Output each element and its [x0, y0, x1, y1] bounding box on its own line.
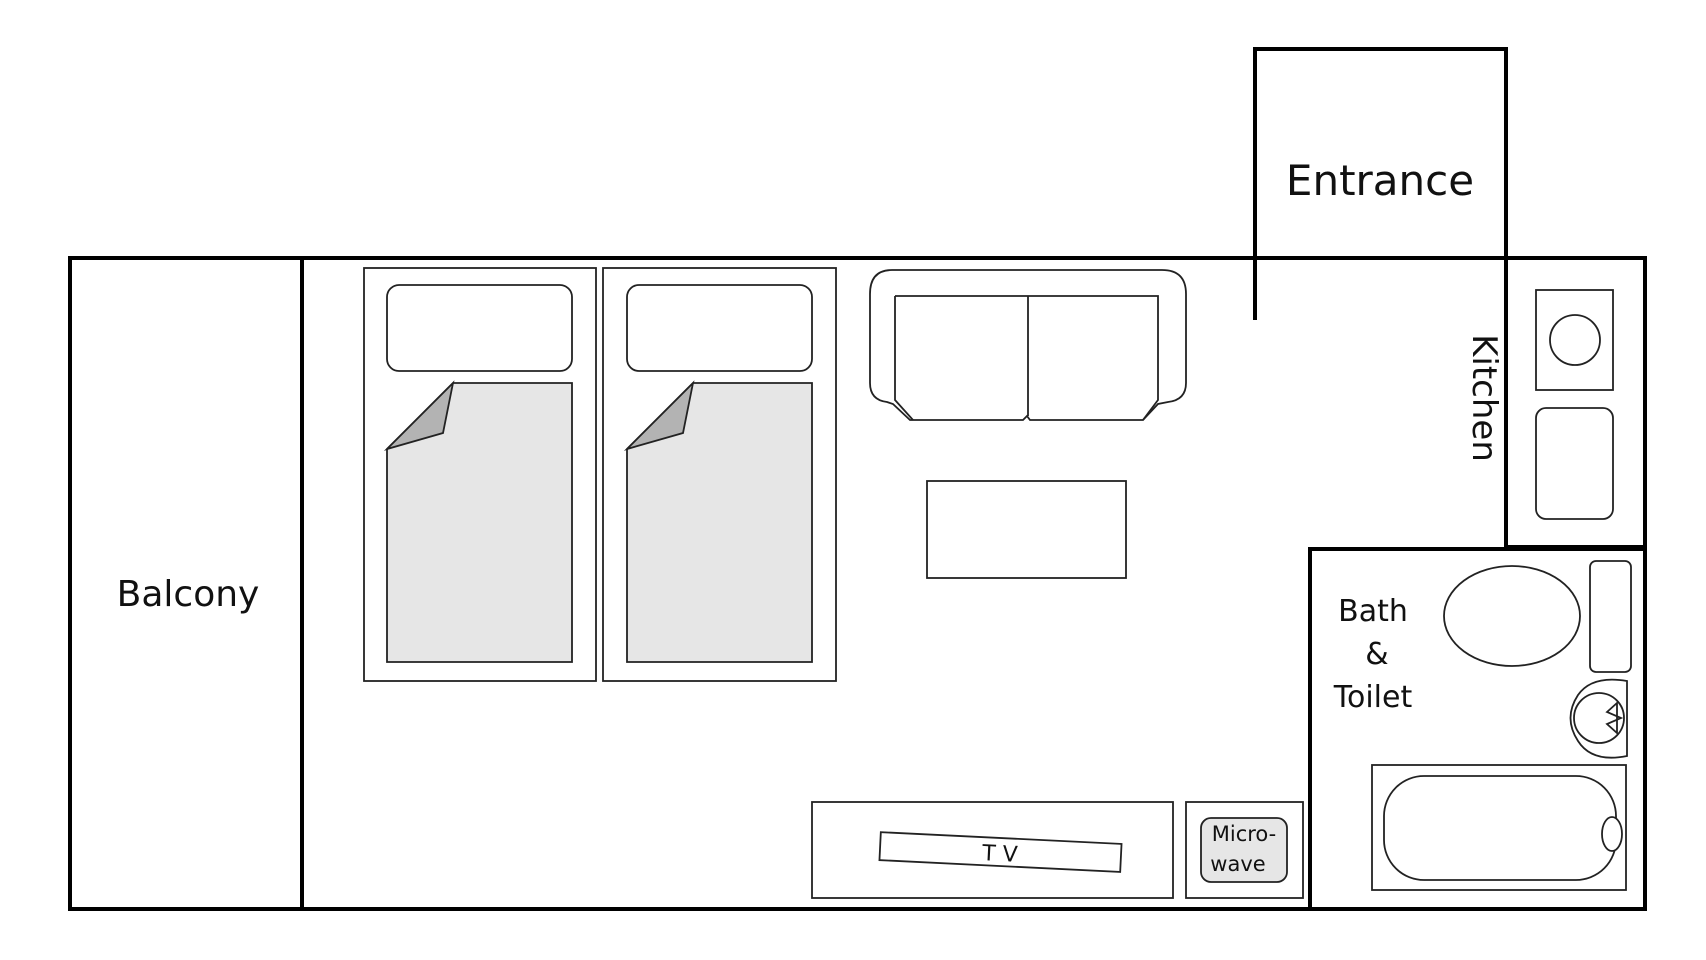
microwave-label-line1: Micro- — [1212, 822, 1277, 846]
pillow — [386, 284, 573, 372]
entrance-walls — [1253, 47, 1508, 547]
tv-label: T V — [981, 841, 1019, 868]
balcony-label: Balcony — [117, 574, 260, 615]
sofa — [869, 269, 1187, 421]
kitchen-label: Kitchen — [1464, 334, 1504, 462]
bath-label-line2: & — [1365, 637, 1388, 672]
microwave-counter: Micro- wave — [1185, 801, 1304, 899]
toilet-tank — [1589, 560, 1632, 673]
entrance-label: Entrance — [1286, 156, 1474, 205]
bathroom-walls — [1308, 547, 1645, 909]
kitchen-fixtures — [1535, 289, 1614, 520]
tv-screen — [878, 831, 1123, 873]
bed-right — [602, 267, 837, 682]
washbasin-bowl — [1573, 692, 1625, 744]
bathroom-fixtures — [1371, 560, 1632, 891]
tv: T V — [878, 831, 1123, 873]
faucet-icon — [1605, 700, 1624, 736]
microwave-label-line2: wave — [1210, 852, 1265, 876]
apartment-outline — [68, 256, 1647, 911]
kitchen-sink — [1535, 407, 1614, 520]
microwave — [1200, 817, 1288, 883]
sofa-cushions — [894, 295, 1159, 421]
sheet-fold — [383, 380, 455, 451]
walls — [68, 47, 1647, 911]
coffee-table — [926, 480, 1127, 579]
pillow — [626, 284, 813, 372]
stove-burner — [1549, 314, 1601, 366]
bath-label-line3: Toilet — [1333, 680, 1413, 715]
toilet-bowl — [1443, 565, 1581, 667]
sheet-fold — [623, 380, 695, 451]
bathtub-basin — [1383, 775, 1617, 881]
bath-label-line1: Bath — [1338, 594, 1408, 629]
tv-stand: T V — [811, 801, 1174, 899]
bathtub-drain — [1601, 816, 1623, 852]
bed-left — [363, 267, 597, 682]
